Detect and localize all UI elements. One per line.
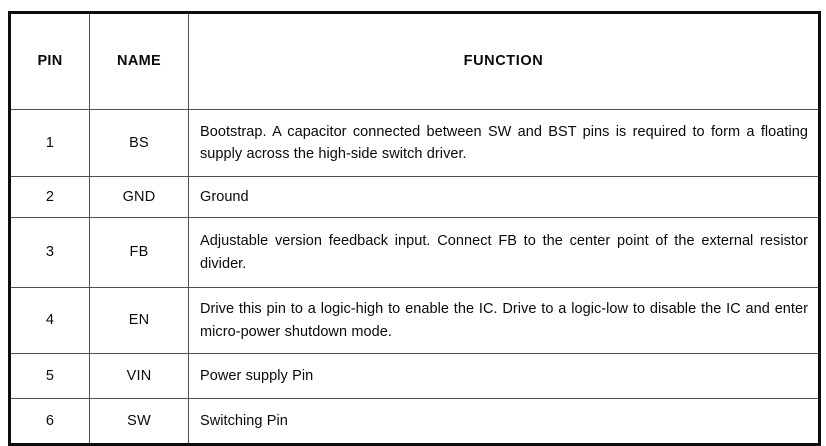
cell-pin-6: 6 <box>9 398 90 445</box>
table-row: 2 GND Ground <box>9 176 820 218</box>
cell-name-5: VIN <box>89 353 189 399</box>
cell-pin-5: 5 <box>9 353 90 399</box>
cell-function-2: Ground <box>188 176 820 218</box>
table-row: 3 FB Adjustable version feedback input. … <box>9 217 820 288</box>
cell-pin-4: 4 <box>9 287 90 354</box>
pin-description-table: PIN NAME FUNCTION 1 BS Bootstrap. A capa… <box>8 11 821 446</box>
table-header-row: PIN NAME FUNCTION <box>9 12 820 110</box>
table-row: 1 BS Bootstrap. A capacitor connected be… <box>9 109 820 177</box>
cell-function-6: Switching Pin <box>188 398 820 445</box>
cell-function-4: Drive this pin to a logic-high to enable… <box>188 287 820 354</box>
cell-pin-1: 1 <box>9 109 90 177</box>
cell-function-5: Power supply Pin <box>188 353 820 399</box>
cell-pin-2: 2 <box>9 176 90 218</box>
cell-name-1: BS <box>89 109 189 177</box>
cell-function-1: Bootstrap. A capacitor connected between… <box>188 109 820 177</box>
cell-pin-3: 3 <box>9 217 90 288</box>
column-header-function: FUNCTION <box>188 12 820 110</box>
table-header: PIN NAME FUNCTION <box>9 12 820 110</box>
column-header-name: NAME <box>89 12 189 110</box>
table-row: 5 VIN Power supply Pin <box>9 353 820 399</box>
document-page: PIN NAME FUNCTION 1 BS Bootstrap. A capa… <box>8 11 821 446</box>
table-row: 4 EN Drive this pin to a logic-high to e… <box>9 287 820 354</box>
cell-name-6: SW <box>89 398 189 445</box>
cell-name-4: EN <box>89 287 189 354</box>
table-body: 1 BS Bootstrap. A capacitor connected be… <box>9 109 820 445</box>
column-header-pin: PIN <box>9 12 90 110</box>
cell-function-3: Adjustable version feedback input. Conne… <box>188 217 820 288</box>
cell-name-2: GND <box>89 176 189 218</box>
cell-name-3: FB <box>89 217 189 288</box>
table-row: 6 SW Switching Pin <box>9 398 820 445</box>
